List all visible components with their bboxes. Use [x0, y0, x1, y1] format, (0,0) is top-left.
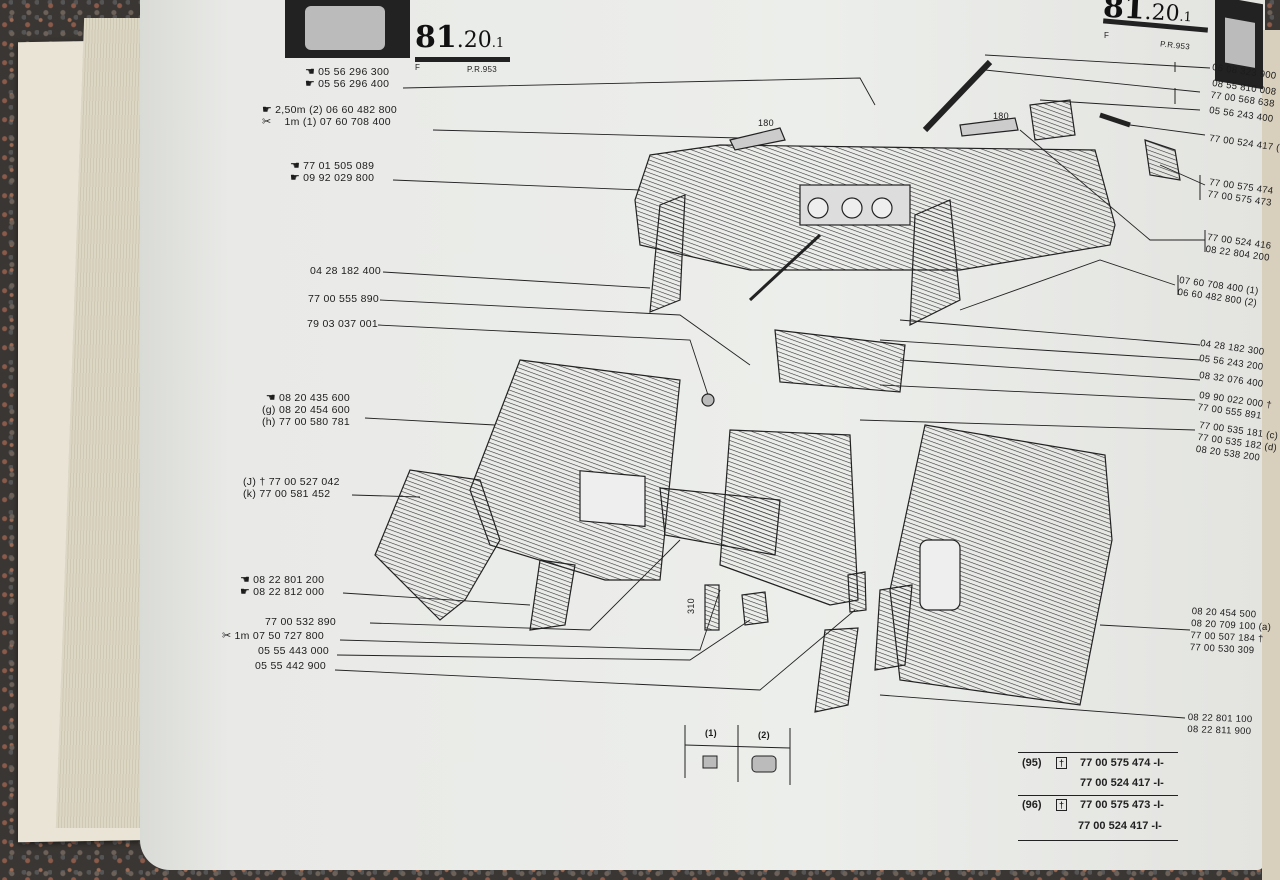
- part-label: 79 03 037 001: [307, 318, 379, 330]
- dagger-box-icon: †: [1056, 757, 1068, 769]
- part-label: 77 00 555 890: [308, 293, 380, 305]
- part-drawings: [374, 59, 1181, 713]
- dimension-label: 180: [993, 111, 1009, 121]
- left-footwell-panel: [469, 359, 681, 581]
- part-label: ☛2,50m (2) 06 60 482 800✂1m (1) 07 60 70…: [262, 104, 398, 128]
- header-rule: [415, 57, 510, 62]
- legend-boxes: [684, 725, 791, 785]
- right-page-edge: [1262, 30, 1280, 880]
- right-pillar: [909, 199, 961, 326]
- part-label: (J) † 77 00 527 042(k) 77 00 581 452: [243, 476, 340, 500]
- legend-label: (2): [758, 730, 770, 740]
- part-label: ✂1m 07 50 727 800: [222, 630, 324, 642]
- part-label: ☚77 01 505 089☛09 92 029 800: [290, 160, 375, 184]
- right-hand-icon: ☛: [305, 78, 316, 90]
- left-hand-icon: ☚: [290, 160, 301, 172]
- scissors-icon: ✂: [222, 630, 232, 642]
- table-row: 77 00 524 417 -I-: [1080, 777, 1164, 789]
- left-bracket: [374, 469, 501, 621]
- dagger-box-icon: †: [1056, 799, 1068, 811]
- table-bottom-rule: [1018, 840, 1178, 841]
- header-thumbnail: [285, 0, 410, 58]
- table-row: 77 00 524 417 -I-: [1078, 820, 1162, 832]
- left-pillar: [649, 194, 686, 313]
- left-hand-icon: ☚: [305, 66, 316, 78]
- part-label: ☚05 56 296 300☛05 56 296 400: [305, 66, 390, 90]
- dimension-label: 310: [685, 598, 696, 614]
- part-label: ☚08 22 801 200☛08 22 812 000: [240, 574, 325, 598]
- section-number: 81.20.1: [415, 20, 505, 55]
- part-label: 04 28 182 400: [310, 265, 382, 277]
- legend-label: (1): [705, 728, 717, 738]
- dimension-label: 180: [758, 118, 774, 128]
- lang-code-right: F: [1104, 31, 1110, 40]
- scissors-icon: ✂: [262, 116, 272, 128]
- hand-icon: ☛: [262, 104, 273, 116]
- part-label: ☚08 20 435 600(g) 08 20 454 600(h) 77 00…: [262, 392, 350, 428]
- table-row: (95)†77 00 575 474 -I-: [1018, 752, 1178, 769]
- left-hand-icon: ☚: [240, 574, 251, 586]
- pr-code: P.R.953: [467, 65, 497, 74]
- part-label: 05 55 442 900: [255, 660, 327, 672]
- glovebox: [774, 329, 906, 393]
- table-row: (96)†77 00 575 473 -I-: [1018, 795, 1178, 812]
- right-hand-icon: ☛: [240, 586, 251, 598]
- variant-table: (95)†77 00 575 474 -I- 77 00 524 417 -I-…: [1018, 752, 1178, 841]
- lang-code: F: [415, 63, 421, 72]
- part-label: 05 55 443 000: [258, 645, 330, 657]
- catalog-page: [140, 0, 1265, 870]
- right-hand-icon: ☛: [290, 172, 301, 184]
- gas-strut: [922, 59, 993, 133]
- left-hand-icon: ☚: [265, 392, 276, 404]
- part-label: 77 00 532 890: [265, 616, 337, 628]
